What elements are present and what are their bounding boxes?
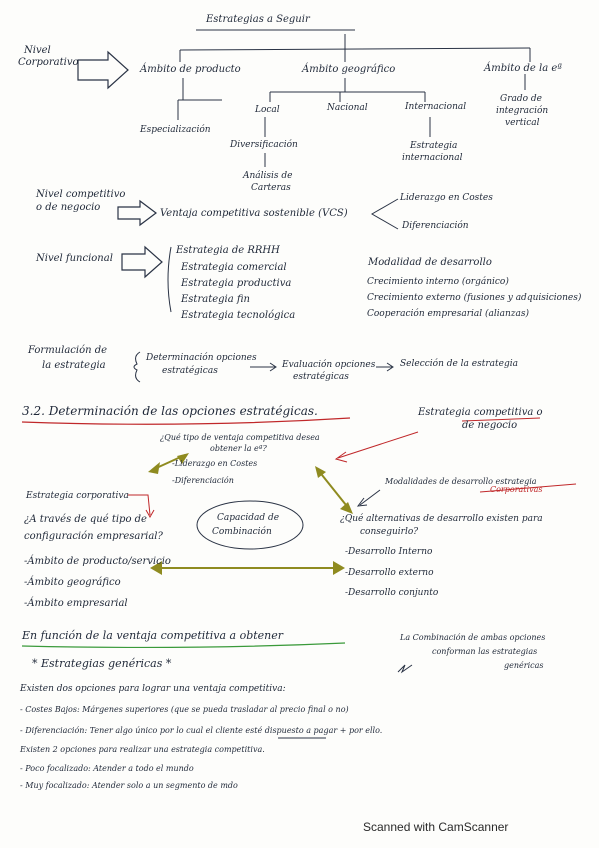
geo-local: Local <box>255 105 280 115</box>
formulation-step2-2: estratégicas <box>293 372 349 382</box>
formulation-step1-1: Determinación opciones <box>146 353 257 363</box>
scope-product: Ámbito de producto <box>140 64 241 75</box>
bottom-line-6: - Muy focalizado: Atender solo a un segm… <box>20 781 238 790</box>
geo-international: Internacional <box>405 102 467 112</box>
formulation-label-1: Formulación de <box>28 345 108 356</box>
bottom-line-2: - Costes Bajos: Márgenes superiores (que… <box>20 705 349 714</box>
intl-strategy-2: internacional <box>402 153 463 163</box>
arrow-right-icon <box>121 245 163 279</box>
config-item-2: -Ámbito geográfico <box>24 577 121 588</box>
combination-note-3: genéricas <box>504 661 544 670</box>
formulation-step1-2: estratégicas <box>162 366 218 376</box>
scope-company: Ámbito de la eª <box>484 63 563 74</box>
functional-item-1: Estrategia de RRHH <box>176 245 280 256</box>
competitive-level-2: o de negocio <box>36 202 101 213</box>
config-item-1: -Ámbito de producto/servicio <box>24 556 171 567</box>
question-config-1: ¿A través de qué tipo de <box>24 514 147 525</box>
formulation-label-2: la estrategia <box>42 360 106 371</box>
dev-item-2: -Desarrollo externo <box>345 568 434 578</box>
portfolio-1: Análisis de <box>243 171 293 181</box>
competitive-level-1: Nivel competitivo <box>36 189 126 200</box>
modalidad-title: Modalidad de desarrollo <box>368 257 492 268</box>
corporate-level-label-1: Nivel <box>24 45 51 56</box>
vc-option-1: -Liderazgo en Costes <box>172 459 258 468</box>
bottom-line-4: Existen 2 opciones para realizar una est… <box>20 745 265 754</box>
modalidad-item-1: Crecimiento interno (orgánico) <box>367 277 509 287</box>
bottom-line-1: Existen dos opciones para lograr una ven… <box>20 684 286 694</box>
page-title: Estrategias a Seguir <box>206 14 310 25</box>
leadership-costs: Liderazgo en Costes <box>400 193 493 203</box>
functional-level: Nivel funcional <box>36 253 113 264</box>
dev-item-3: -Desarrollo conjunto <box>345 588 439 598</box>
question-config-2: configuración empresarial? <box>24 531 163 542</box>
arrow-right-icon <box>77 50 129 90</box>
scope-geo: Ámbito geográfico <box>302 64 396 75</box>
arrow-right-icon <box>117 199 157 227</box>
section-heading: 3.2. Determinación de las opciones estra… <box>22 404 318 418</box>
portfolio-2: Carteras <box>251 183 291 193</box>
capacity-1: Capacidad de <box>217 513 280 523</box>
modalidad-corp-1: Modalidades de desarrollo estrategia <box>385 477 537 486</box>
config-item-3: -Ámbito empresarial <box>24 598 128 609</box>
specialization: Especialización <box>140 125 211 135</box>
question-vc-1: ¿Qué tipo de ventaja competitiva desea <box>160 433 320 442</box>
vertical-2: integración <box>496 106 549 116</box>
competitive-box-1: Estrategia competitiva o <box>418 407 543 418</box>
intl-strategy-1: Estrategia <box>410 141 458 151</box>
vertical-3: vertical <box>505 118 540 128</box>
modalidad-item-2: Crecimiento externo (fusiones y adquisic… <box>367 293 582 303</box>
capacity-2: Combinación <box>212 527 272 537</box>
formulation-step3: Selección de la estrategia <box>400 359 518 369</box>
diversification: Diversificación <box>230 140 298 150</box>
scanner-watermark: Scanned with CamScanner <box>363 820 509 834</box>
question-vc-2: obtener la eª? <box>210 444 267 453</box>
functional-item-4: Estrategia fin <box>181 294 250 305</box>
combination-note-2: conforman las estrategias <box>432 647 538 656</box>
estrategia-corporativa: Estrategia corporativa <box>26 491 129 501</box>
question-dev-2: conseguirlo? <box>360 527 419 537</box>
functional-item-3: Estrategia productiva <box>181 278 292 289</box>
geo-national: Nacional <box>327 103 368 113</box>
functional-item-5: Estrategia tecnológica <box>181 310 296 321</box>
ventaja-competitiva: Ventaja competitiva sostenible (VCS) <box>160 208 348 219</box>
modalidad-item-3: Cooperación empresarial (alianzas) <box>367 309 530 319</box>
generic-strategies: * Estrategias genéricas * <box>32 657 172 670</box>
question-dev-1: ¿Qué alternativas de desarrollo existen … <box>340 514 543 524</box>
corporate-level-label-2: Corporativo <box>18 57 79 68</box>
bottom-heading: En función de la ventaja competitiva a o… <box>22 629 284 642</box>
differentiation: Diferenciación <box>402 221 469 231</box>
functional-item-2: Estrategia comercial <box>181 262 287 273</box>
dev-item-1: -Desarrollo Interno <box>345 547 433 557</box>
modalidad-corp-2: Corporativas <box>490 485 543 494</box>
vertical-1: Grado de <box>500 94 542 104</box>
bottom-line-3: - Diferenciación: Tener algo único por l… <box>20 726 383 735</box>
bottom-line-5: - Poco focalizado: Atender a todo el mun… <box>20 764 194 773</box>
formulation-step2-1: Evaluación opciones <box>282 360 376 370</box>
vc-option-2: -Diferenciación <box>172 476 234 485</box>
competitive-box-2: de negocio <box>462 420 518 431</box>
combination-note-1: La Combinación de ambas opciones <box>400 633 546 642</box>
